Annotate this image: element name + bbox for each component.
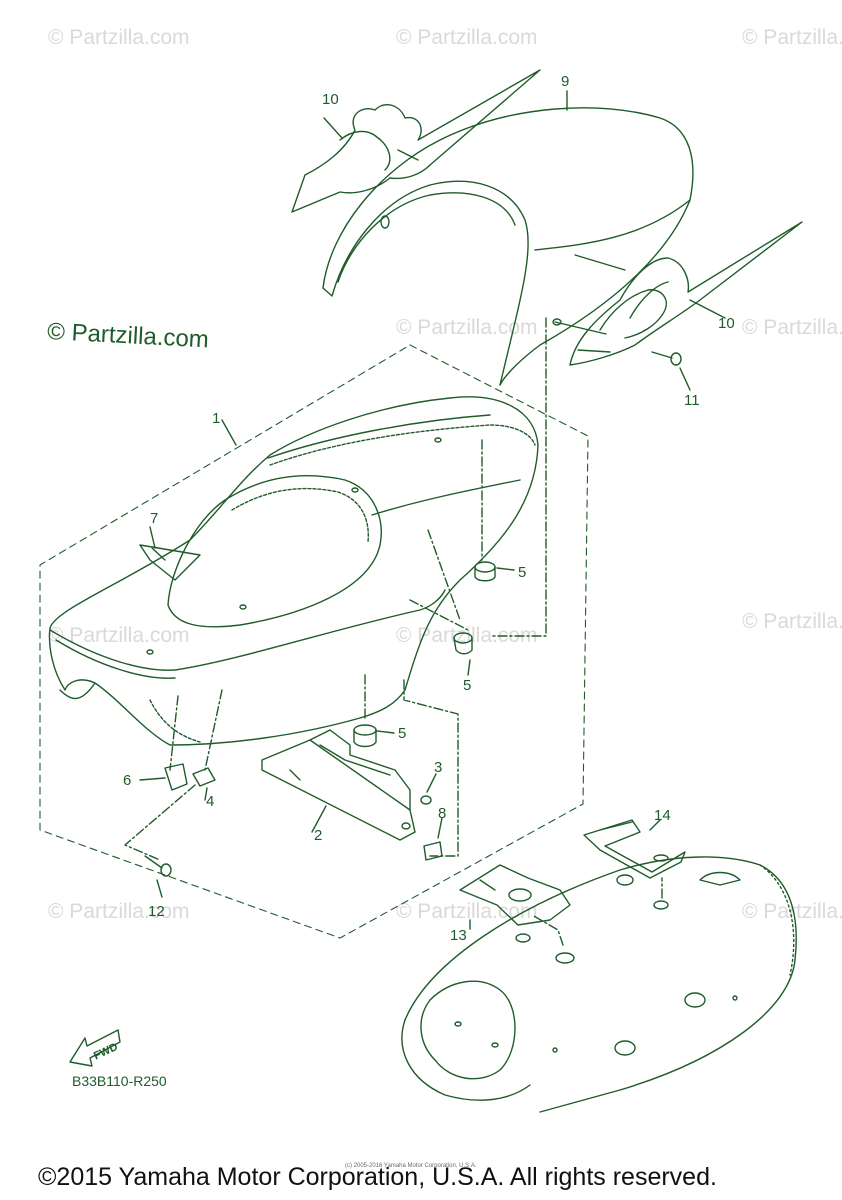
bolt-12 [144,855,172,877]
grommet-hole [552,318,562,326]
watermark: © Partzilla.com [48,900,190,923]
diagram-code: B33B110-R250 [72,1073,167,1089]
callout-9: 9 [561,73,569,90]
rear-fender [401,856,797,1113]
bracket-14 [583,819,686,879]
watermark: © Partzilla.com [742,26,842,49]
callout-5-middle: 5 [463,677,471,694]
watermark: © Partzilla.com [396,316,538,339]
callout-5-lower: 5 [398,725,406,742]
callout-7: 7 [150,510,158,527]
watermark: © Partzilla.com [742,610,842,633]
callout-5-top: 5 [518,564,526,581]
callout-10-upper: 10 [322,91,339,108]
callout-3: 3 [434,759,442,776]
clip-4 [192,767,216,787]
callout-11: 11 [684,392,700,409]
screw-11 [651,351,682,366]
damper-5c [353,724,377,748]
watermark: © Partzilla.com [742,316,842,339]
seat [48,396,539,746]
emblem-decal-side [569,221,803,366]
watermark: © Partzilla.com [742,900,842,923]
damper-5a [474,561,496,582]
callout-12: 12 [148,903,165,920]
callout-14: 14 [654,807,671,824]
watermark: © Partzilla.com [48,26,190,49]
callout-13: 13 [450,927,467,944]
watermark: © Partzilla.com [48,624,190,647]
bracket-6 [164,763,188,791]
fwd-label: FWD [92,1041,120,1062]
emblem-decal-upper [291,69,541,213]
watermark: © Partzilla.com [396,26,538,49]
leader-11-line [554,321,607,335]
seat-cowl [322,107,694,386]
assembly-frame [39,344,589,939]
callout-8: 8 [438,805,446,822]
watermark: © Partzilla.com [396,624,538,647]
fwd-arrow-icon [69,1029,121,1067]
damper-5b [453,632,473,655]
bracket-13 [459,864,571,926]
callout-10-side: 10 [718,315,735,332]
callout-6: 6 [123,772,131,789]
tiny-copyright: (c) 2005-2016 Yamaha Motor Corporation, … [345,1163,477,1169]
collar-8 [423,841,443,861]
copyright-footer: ©2015 Yamaha Motor Corporation, U.S.A. A… [38,1163,717,1191]
seat-bracket [261,729,416,841]
tag-7 [139,544,201,581]
watermark: © Partzilla.com [396,900,538,923]
callout-2: 2 [314,827,322,844]
callout-4: 4 [206,793,214,810]
washer-3 [420,795,432,805]
callout-1: 1 [212,410,220,427]
